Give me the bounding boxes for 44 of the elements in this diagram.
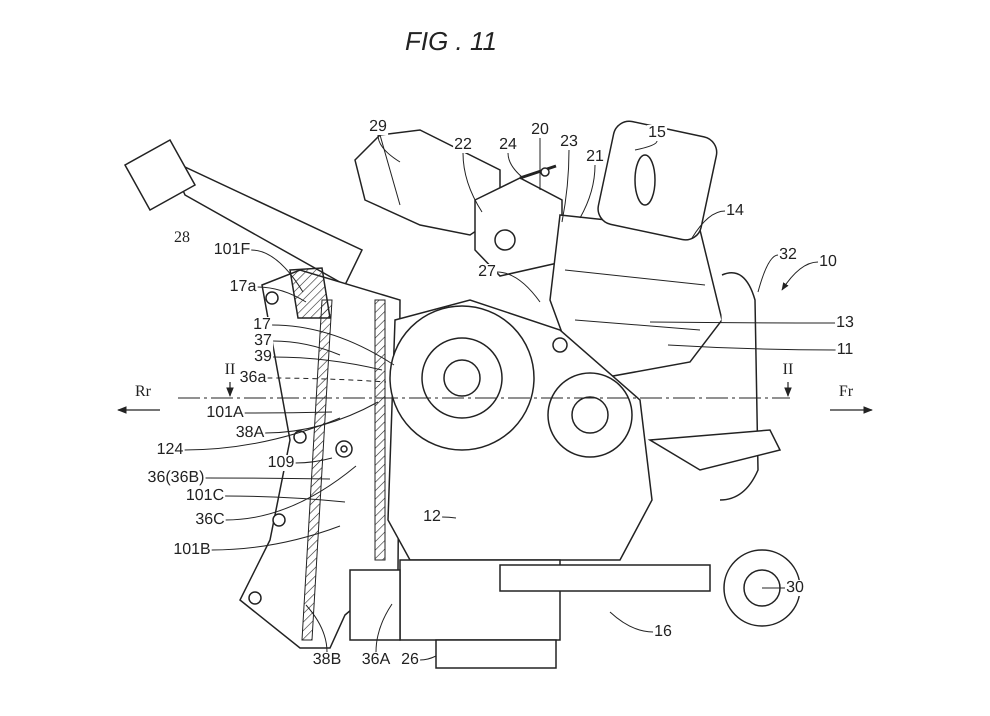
leader-line [294,458,332,464]
direction-label: Rr [135,384,151,400]
callout-number: 17 [252,317,272,333]
leader-line [184,418,340,450]
leader-line [562,150,570,222]
direction-label: Fr [838,384,854,400]
section-mark: II [224,362,236,378]
callout-number: 22 [453,137,473,153]
callout-number: 37 [253,333,273,349]
leader-line [271,324,394,366]
leader-line [376,604,392,652]
leader-line [244,412,332,414]
leader-line [610,612,654,632]
leader-line [204,478,330,480]
leader-line [508,152,522,178]
leader-line [496,272,540,302]
figure-title: FIG . 11 [405,25,497,58]
leader-line [580,164,596,218]
leader-line [272,356,382,370]
leader-line [378,134,400,162]
arrow [782,262,819,291]
callout-number: 30 [785,580,805,596]
callout-number: 36(36B) [146,470,206,486]
leader-line [650,322,836,324]
leader-line [224,496,346,502]
callout-number: 38A [234,425,266,441]
leader-line [419,656,436,660]
leader-line [256,286,306,302]
leader-line [225,466,356,520]
leader-line [758,254,779,292]
leader-line [250,250,304,292]
leader-line [441,516,456,518]
leader-line [264,402,378,434]
leader-line [462,152,482,212]
leader-line [266,378,386,382]
leader-line [211,526,340,550]
callout-number: 28 [174,230,190,246]
leader-line [272,340,340,356]
callout-number: 109 [266,455,296,471]
callout-number: 29 [368,119,388,135]
section-mark: II [782,362,794,378]
leader-line [634,140,658,150]
leader-line [668,344,836,350]
leader-line [692,210,726,238]
